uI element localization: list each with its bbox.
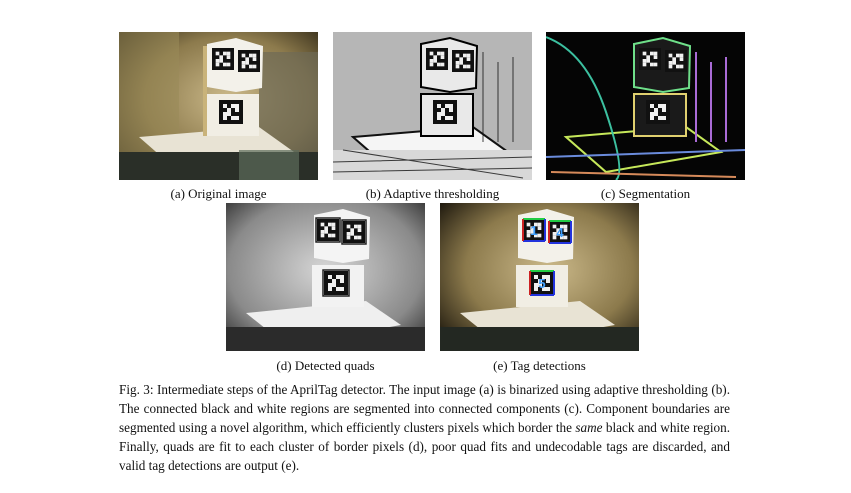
apriltag-right	[238, 50, 260, 72]
figure-caption-tail: black and white region. Finally, quads a…	[119, 420, 730, 473]
apriltag-bottom	[530, 271, 554, 295]
apriltag-right	[665, 50, 687, 72]
apriltag-left	[212, 48, 234, 70]
detected-quad	[322, 269, 350, 297]
tag-detections-image: 1 4 5	[440, 203, 639, 351]
apriltag-left	[639, 48, 661, 70]
tag-detection-box: 1	[522, 218, 546, 242]
apriltag-bottom	[433, 100, 457, 124]
figure-caption: Fig. 3: Intermediate steps of the AprilT…	[119, 380, 730, 475]
apriltag-right	[549, 221, 571, 243]
segmentation-image	[546, 32, 745, 180]
caption-e: (e) Tag detections	[493, 358, 586, 373]
figure-caption-emphasis: same	[575, 420, 603, 435]
apriltag-bottom	[324, 271, 348, 295]
apriltag-left	[523, 219, 545, 241]
apriltag-bottom	[646, 100, 670, 124]
caption-d: (d) Detected quads	[276, 358, 375, 373]
tag-detection-box: 4	[548, 220, 572, 244]
detected-quad	[315, 217, 341, 243]
detected-quad	[341, 219, 367, 245]
apriltag-left	[317, 219, 339, 241]
detected-quads-image	[226, 203, 425, 351]
caption-a: (a) Original image	[170, 186, 267, 201]
original-image	[119, 32, 318, 180]
tag-detection-box: 5	[529, 270, 555, 296]
tag-id-label: 5	[538, 276, 545, 291]
figure-caption-lead: Fig. 3: Intermediate steps of the AprilT…	[119, 382, 730, 435]
caption-b: (b) Adaptive thresholding	[365, 186, 500, 201]
apriltag-bottom	[219, 100, 243, 124]
apriltag-right	[343, 221, 365, 243]
caption-c: (c) Segmentation	[600, 186, 691, 201]
tag-id-label: 1	[530, 223, 537, 238]
tag-id-label: 4	[556, 225, 564, 240]
apriltag-right	[452, 50, 474, 72]
apriltag-left	[426, 48, 448, 70]
threshold-image	[333, 32, 532, 180]
